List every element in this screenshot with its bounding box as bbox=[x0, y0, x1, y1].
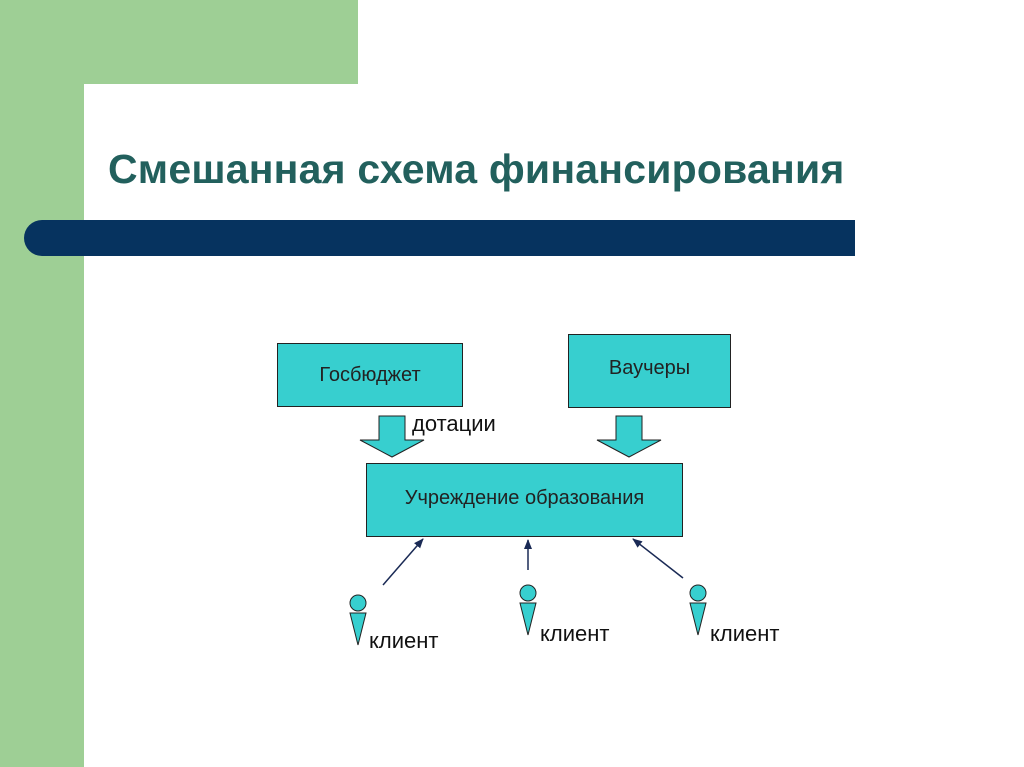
node-budget-label: Госбюджет bbox=[319, 363, 421, 386]
client-figure-3 bbox=[689, 584, 707, 636]
client-label-3: клиент bbox=[710, 621, 780, 646]
arrow-client-1-to-institution bbox=[382, 538, 424, 586]
client-label-2: клиент bbox=[540, 621, 610, 646]
block-arrow-budget-to-institution bbox=[359, 415, 425, 458]
decorative-green-left-stripe bbox=[0, 0, 84, 767]
node-institution-label: Учреждение образования bbox=[404, 486, 645, 509]
arrow-client-3-to-institution bbox=[632, 538, 684, 579]
client-figure-1 bbox=[349, 594, 367, 646]
client-label-1: клиент bbox=[369, 628, 439, 653]
client-figure-2 bbox=[519, 584, 537, 636]
node-vouchers: Ваучеры bbox=[568, 334, 731, 408]
edge-label-subsidies: дотации bbox=[412, 411, 496, 436]
title-underline-bar bbox=[24, 220, 855, 256]
slide-title: Смешанная схема финансирования bbox=[108, 146, 845, 192]
block-arrow-vouchers-to-institution bbox=[596, 415, 662, 458]
node-vouchers-label: Ваучеры bbox=[608, 356, 691, 379]
node-institution: Учреждение образования bbox=[366, 463, 683, 537]
node-budget: Госбюджет bbox=[277, 343, 463, 407]
content-panel bbox=[84, 84, 1024, 767]
